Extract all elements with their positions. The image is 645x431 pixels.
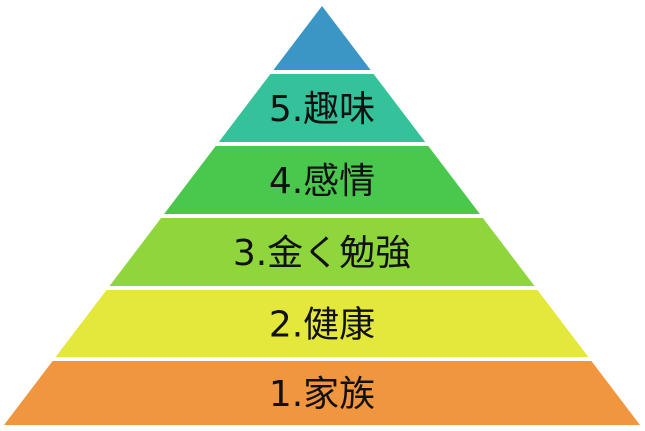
pyramid-tier-label-1: 1.家族 (269, 374, 375, 415)
pyramid-labels: 5.趣味 4.感情 3.金く勉強 2.健康 1.家族 (233, 89, 411, 415)
pyramid-tier-6 (273, 6, 371, 70)
pyramid-tier-label-2: 2.健康 (269, 305, 375, 346)
pyramid-tier-4 (164, 146, 480, 214)
pyramid-tier-label-4: 4.感情 (269, 161, 375, 202)
pyramid-tier-3 (109, 218, 535, 286)
pyramid-tier-1 (4, 361, 640, 425)
pyramid-tier-label-3: 3.金く勉強 (233, 233, 411, 274)
pyramid-tier-2 (55, 290, 589, 357)
pyramid-tier-5 (218, 74, 426, 142)
pyramid-tiers (4, 6, 640, 425)
pyramid-tier-label-5: 5.趣味 (269, 89, 375, 130)
